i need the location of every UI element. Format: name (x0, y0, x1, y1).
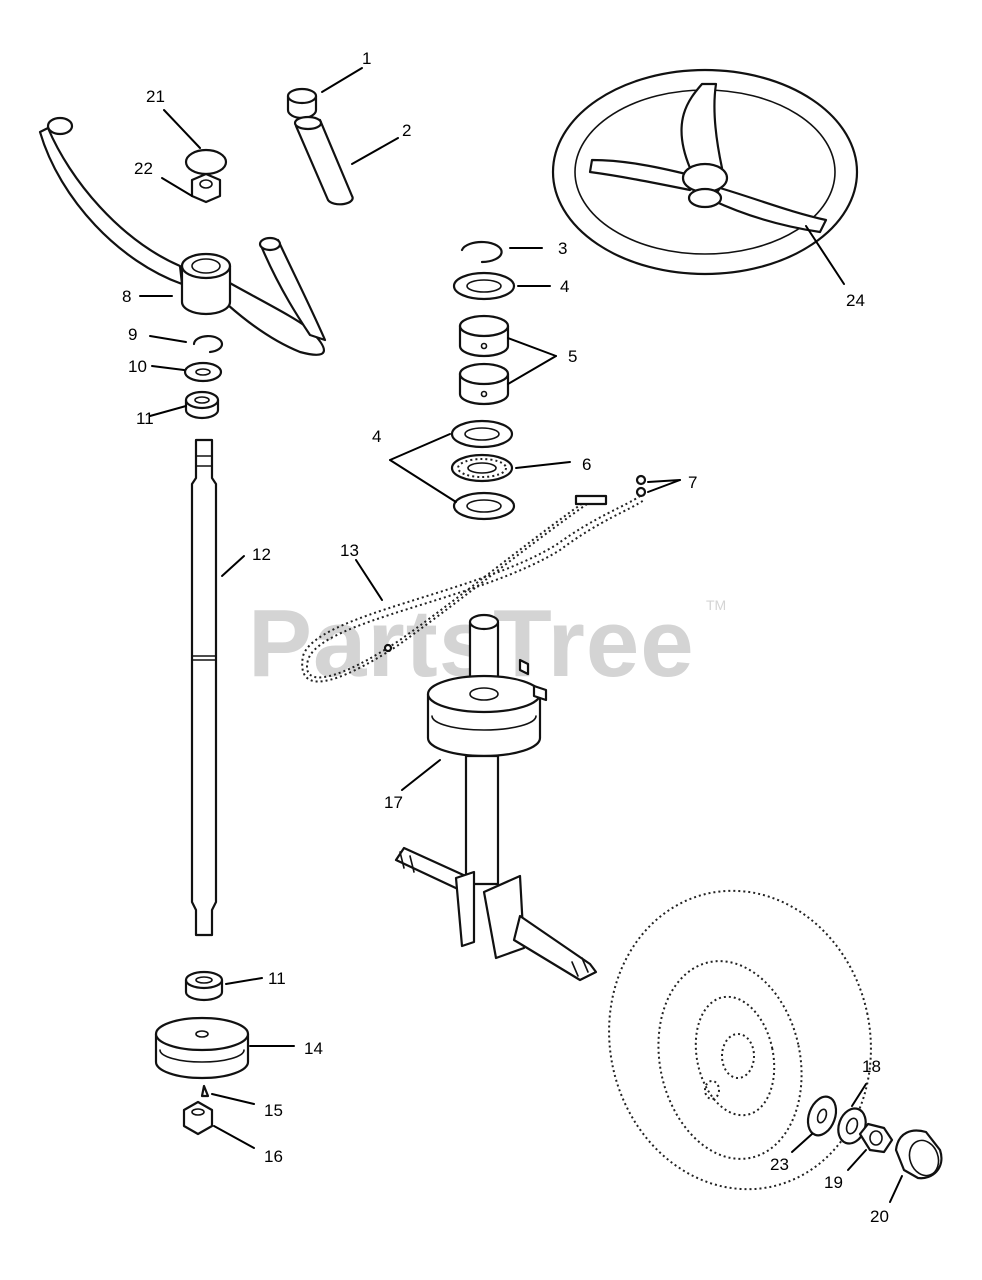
callout-23: 23 (770, 1155, 789, 1174)
callout-4a: 4 (560, 277, 569, 296)
callout-10: 10 (128, 357, 147, 376)
part-3-retaining-ring[interactable] (460, 240, 503, 264)
callout-7: 7 (688, 473, 697, 492)
part-5-bushing-bottom[interactable] (458, 362, 510, 406)
callout-2: 2 (402, 121, 411, 140)
callout-15: 15 (264, 1101, 283, 1120)
part-1-cap[interactable] (286, 87, 318, 120)
part-4-washer-upper[interactable] (452, 271, 516, 301)
callout-13: 13 (340, 541, 359, 560)
part-13-cable[interactable] (301, 494, 645, 683)
callout-19: 19 (824, 1173, 843, 1192)
callout-11a: 11 (136, 409, 154, 428)
callout-4b: 4 (372, 427, 381, 446)
callout-numbers: 1 2 3 4 5 4 6 7 8 9 10 11 12 13 11 14 15… (122, 49, 889, 1226)
callout-18: 18 (862, 1057, 881, 1076)
part-24-steering-wheel[interactable] (551, 68, 859, 276)
callout-6: 6 (582, 455, 591, 474)
callout-24: 24 (846, 291, 865, 310)
wheel-outline (608, 889, 872, 1191)
part-11-bushing-upper[interactable] (184, 390, 220, 420)
part-2-tube[interactable] (293, 115, 354, 206)
part-9-snap-ring[interactable] (192, 334, 224, 354)
callout-3: 3 (558, 239, 567, 258)
part-10-washer[interactable] (183, 361, 223, 383)
callout-22: 22 (134, 159, 153, 178)
watermark-trademark: TM (706, 597, 726, 613)
part-7-fittings[interactable] (635, 474, 647, 498)
leader-lines (139, 67, 903, 1203)
callout-20: 20 (870, 1207, 889, 1226)
part-21-cap[interactable] (184, 148, 228, 176)
callout-9: 9 (128, 325, 137, 344)
callout-1: 1 (362, 49, 371, 68)
part-17-spindle-assembly[interactable] (394, 613, 598, 982)
part-5-bushing-top[interactable] (458, 314, 510, 358)
part-12-steering-shaft[interactable] (190, 438, 218, 937)
callout-14: 14 (304, 1039, 323, 1058)
part-20-hub-cap[interactable] (894, 1129, 943, 1180)
callout-16: 16 (264, 1147, 283, 1166)
part-11-bushing-lower[interactable] (184, 970, 224, 1002)
part-19-nut[interactable] (858, 1122, 894, 1154)
part-8-steering-arm[interactable] (38, 116, 327, 356)
part-16-nut[interactable] (182, 1100, 214, 1136)
part-4-washer-lower[interactable] (452, 491, 516, 521)
callout-8: 8 (122, 287, 131, 306)
part-6-thrust-bearing[interactable] (450, 453, 514, 483)
callout-11b: 11 (268, 969, 286, 988)
part-15-key[interactable] (200, 1084, 210, 1098)
part-4-washer-middle[interactable] (450, 419, 514, 449)
callout-12: 12 (252, 545, 271, 564)
part-22-nut[interactable] (190, 172, 222, 204)
callout-5: 5 (568, 347, 577, 366)
part-14-pulley[interactable] (154, 1016, 250, 1080)
callout-21: 21 (146, 87, 165, 106)
part-23-washer[interactable] (803, 1093, 841, 1139)
callout-17: 17 (384, 793, 403, 812)
